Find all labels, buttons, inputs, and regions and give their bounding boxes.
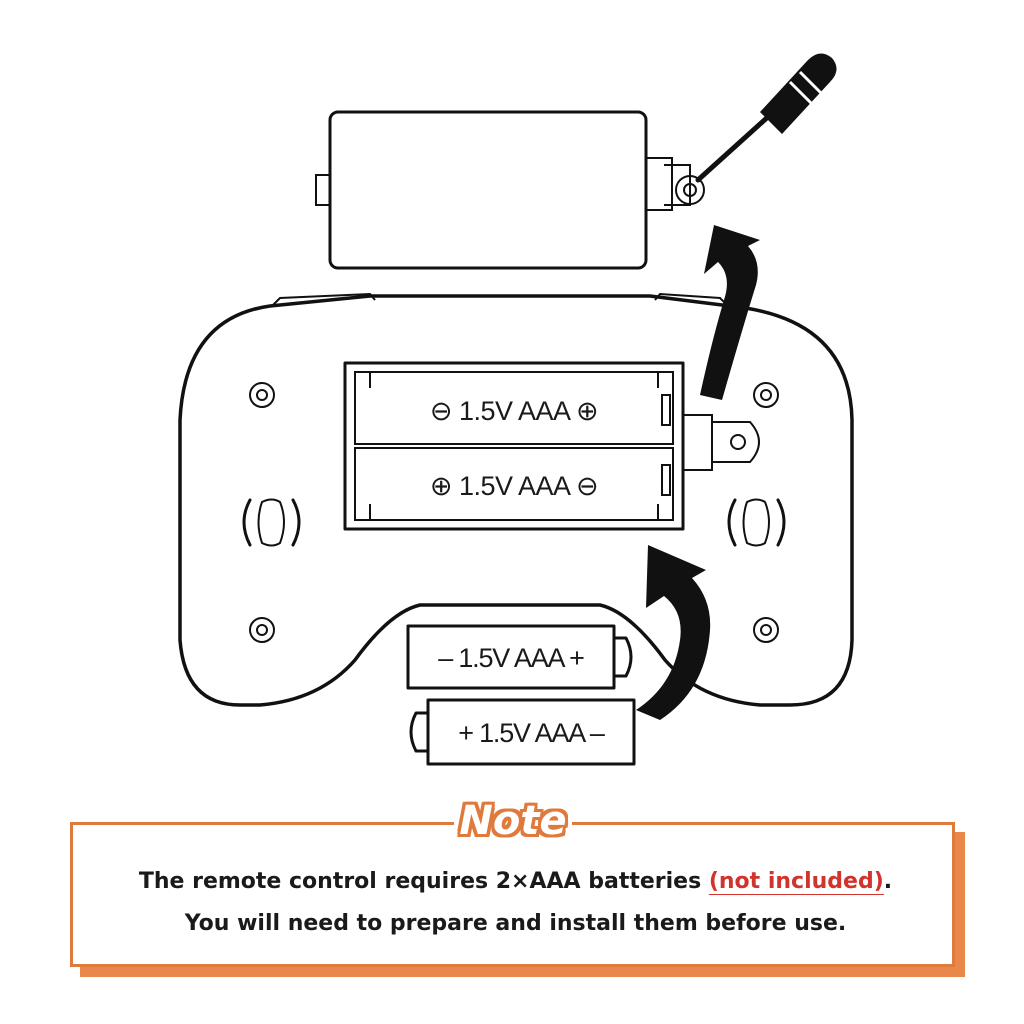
grip-left xyxy=(242,498,301,547)
loose-battery-bottom xyxy=(409,698,636,766)
loose-battery-top xyxy=(406,624,633,690)
battery-label-loose-bottom: + 1.5V AAA – xyxy=(458,718,605,748)
note-text-before: The remote control requires 2×AAA batter… xyxy=(138,869,709,894)
battery-installation-diagram: ⊖ 1.5V AAA ⊕ ⊕ 1.5V AAA ⊖ – 1.5V AAA + +… xyxy=(178,53,854,766)
battery-compartment xyxy=(343,361,760,531)
screw-top-right xyxy=(753,382,779,408)
screw-top-left xyxy=(249,382,275,408)
note-text-line-1: The remote control requires 2×AAA batter… xyxy=(73,869,958,894)
screwdriver-icon xyxy=(695,53,837,183)
note-text-after: . xyxy=(883,869,893,894)
battery-cover xyxy=(315,110,705,270)
note-title: Note xyxy=(454,793,572,849)
screw-bottom-right xyxy=(753,617,779,643)
note-not-included: (not included) xyxy=(708,869,884,894)
battery-label-slot-top: ⊖ 1.5V AAA ⊕ xyxy=(430,396,598,426)
arrow-remove-cover-icon xyxy=(700,225,760,400)
battery-label-slot-bottom: ⊕ 1.5V AAA ⊖ xyxy=(430,471,598,501)
grip-right xyxy=(727,498,786,547)
battery-label-loose-top: – 1.5V AAA + xyxy=(438,643,584,673)
note-text-line-2: You will need to prepare and install the… xyxy=(184,911,847,936)
screw-bottom-left xyxy=(249,617,275,643)
arrow-insert-batteries-icon xyxy=(636,545,711,720)
